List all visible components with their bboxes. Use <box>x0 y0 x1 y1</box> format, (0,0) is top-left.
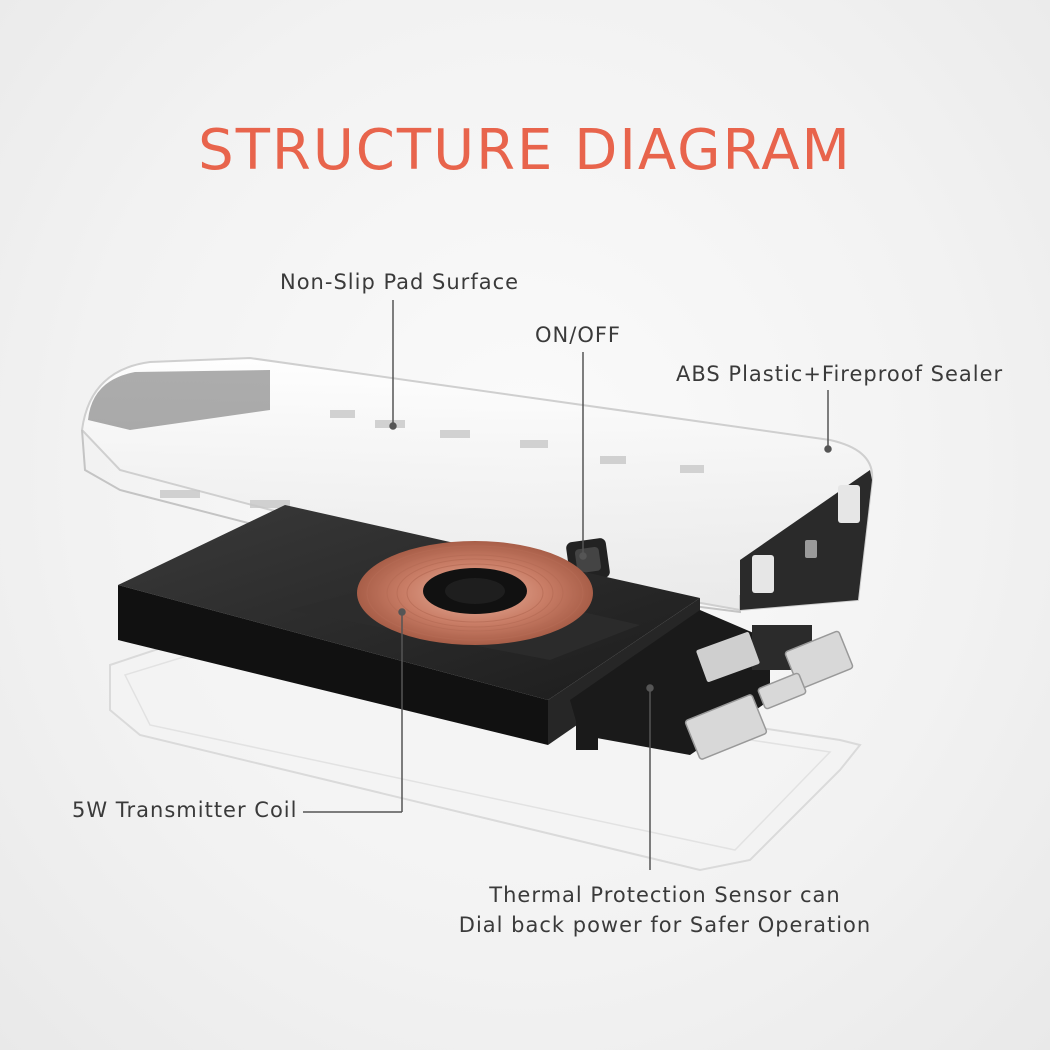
label-on-off: ON/OFF <box>535 323 622 347</box>
top-shell <box>80 356 874 614</box>
label-thermal-line-1: Thermal Protection Sensor can <box>489 883 841 907</box>
transmitter-coil <box>357 541 593 645</box>
label-thermal-line-2: Dial back power for Safer Operation <box>458 913 872 937</box>
label-transmitter-coil: 5W Transmitter Coil <box>72 798 298 822</box>
label-thermal-sensor: Thermal Protection Sensor can Dial back … <box>455 880 875 940</box>
label-abs-plastic: ABS Plastic+Fireproof Sealer <box>676 362 1004 386</box>
label-non-slip-pad: Non-Slip Pad Surface <box>280 270 520 294</box>
leader-lines <box>303 300 832 870</box>
page-title: STRUCTURE DIAGRAM <box>198 118 852 183</box>
